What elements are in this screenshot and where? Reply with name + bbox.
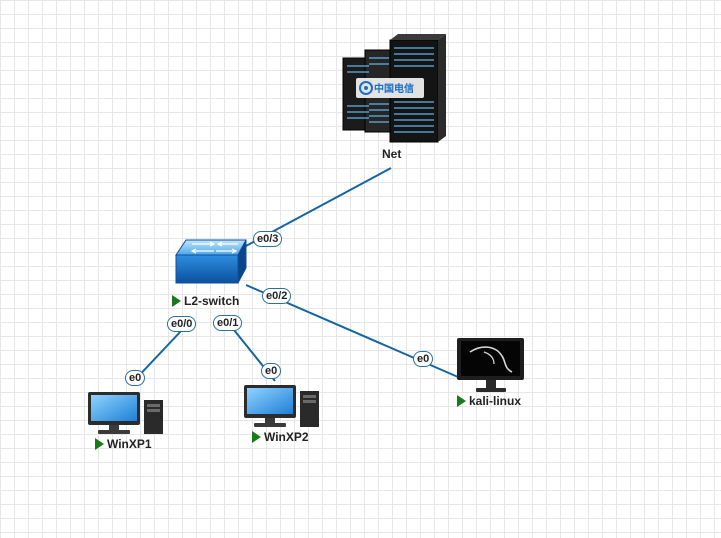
port-label-switch-e0-0: e0/0 [167, 316, 197, 332]
switch-icon[interactable] [175, 239, 247, 284]
winxp1-label[interactable]: WinXP1 [95, 437, 152, 451]
server-rack-icon[interactable]: 中国电信 [342, 34, 446, 143]
pc-icon[interactable] [88, 392, 163, 434]
running-icon [252, 431, 261, 443]
port-label-switch-e0-2: e0/2 [262, 288, 292, 304]
switch-label[interactable]: L2-switch [172, 294, 239, 308]
kali-label[interactable]: kali-linux [457, 394, 521, 408]
winxp2-label[interactable]: WinXP2 [252, 430, 309, 444]
running-icon [457, 395, 466, 407]
port-label-winxp2-e0: e0 [261, 363, 282, 379]
pc-icon[interactable] [244, 385, 319, 427]
winxp2-label-text: WinXP2 [264, 430, 309, 444]
net-label-text: Net [382, 147, 402, 161]
port-label-winxp1-e0: e0 [125, 370, 146, 386]
port-label-kali-e0: e0 [413, 351, 434, 367]
winxp1-label-text: WinXP1 [107, 437, 152, 451]
running-icon [95, 438, 104, 450]
net-logo-text: 中国电信 [374, 82, 414, 95]
net-label: Net [382, 147, 401, 161]
running-icon [172, 295, 181, 307]
kali-label-text: kali-linux [469, 394, 522, 408]
switch-label-text: L2-switch [184, 294, 240, 308]
port-label-switch-e0-3: e0/3 [253, 231, 283, 247]
kali-monitor-icon[interactable] [457, 338, 524, 392]
port-label-switch-e0-1: e0/1 [213, 315, 243, 331]
